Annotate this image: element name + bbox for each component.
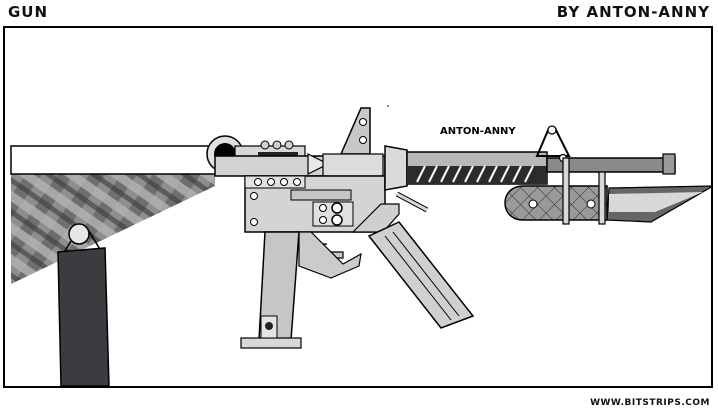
comic-panel: ANTON-ANNY <box>3 26 713 388</box>
strip-author: BY ANTON-ANNY <box>556 3 710 21</box>
sling-strap <box>57 247 110 387</box>
sling-knob <box>68 223 90 245</box>
strip-title: GUN <box>8 3 49 21</box>
stock-bar <box>10 145 217 175</box>
handguard-vents <box>416 165 534 183</box>
panel-signature: ANTON-ANNY <box>440 126 516 137</box>
site-credit: WWW.BITSTRIPS.COM <box>590 398 710 408</box>
gun-illustration: ANTON-ANNY <box>3 26 713 388</box>
